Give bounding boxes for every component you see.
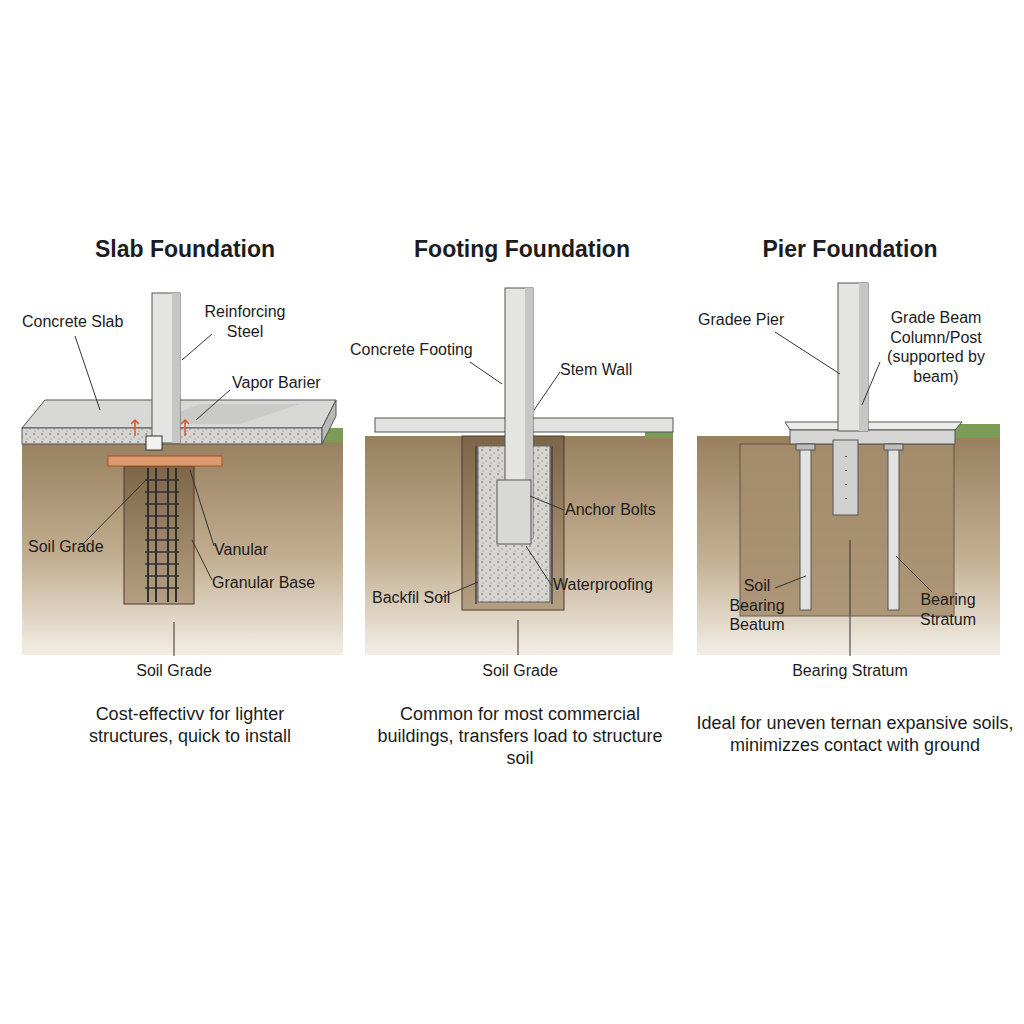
panel-caption: Common for most commercial buildings, tr… bbox=[375, 704, 665, 770]
part-label: Gradee Pier bbox=[698, 310, 818, 330]
grade-beam-top bbox=[785, 422, 962, 430]
part-label: Waterproofing bbox=[553, 575, 683, 595]
part-label: Soil Grade bbox=[28, 537, 128, 557]
part-label: Backfil Soil bbox=[372, 588, 482, 608]
panel-title: Slab Foundation bbox=[60, 235, 310, 263]
grade-beam bbox=[790, 430, 955, 444]
load-marks bbox=[131, 420, 189, 436]
vapor-barrier-plate bbox=[108, 456, 222, 466]
rebar-trench bbox=[124, 466, 194, 604]
pier-foundation-illustration bbox=[697, 283, 1000, 656]
column-side bbox=[859, 283, 868, 431]
part-label: Grade Beam Column/Post (supported by bea… bbox=[880, 308, 992, 386]
column bbox=[152, 293, 180, 443]
column bbox=[838, 283, 868, 431]
leader-line bbox=[775, 332, 932, 656]
soil-body bbox=[697, 436, 1000, 655]
post-dots bbox=[845, 456, 847, 499]
base-connector bbox=[146, 436, 162, 450]
part-label: Anchor Bolts bbox=[565, 500, 685, 520]
leader-line bbox=[75, 334, 230, 656]
leader-line bbox=[440, 362, 564, 655]
slab-foundation-illustration bbox=[22, 293, 343, 656]
part-label: Granular Base bbox=[212, 573, 342, 593]
waterproofing-layer bbox=[476, 446, 552, 604]
part-label: Bearing Stratum bbox=[780, 661, 920, 681]
part-label: Soil Bearing Beatum bbox=[714, 576, 800, 635]
hanging-post bbox=[833, 440, 858, 515]
column-side bbox=[172, 293, 180, 443]
panel-title: Footing Foundation bbox=[387, 235, 657, 263]
panel-caption: Cost-effectivv for lighter structures, q… bbox=[55, 704, 325, 748]
part-label: Vanular bbox=[214, 540, 314, 560]
panel-caption: Ideal for uneven ternan expansive soils,… bbox=[690, 713, 1020, 757]
part-label: Concrete Footing bbox=[350, 340, 500, 360]
rebar-vertical bbox=[148, 468, 176, 602]
grass-strip bbox=[955, 424, 1000, 438]
panel-title: Pier Foundation bbox=[730, 235, 970, 263]
pier bbox=[888, 444, 899, 610]
part-label: Stem Wall bbox=[560, 360, 660, 380]
part-label: Bearing Stratum bbox=[900, 590, 996, 629]
footing-block bbox=[497, 480, 531, 544]
pier-cap bbox=[796, 444, 815, 450]
soil-body bbox=[22, 440, 343, 655]
part-label: Vapor Barier bbox=[232, 373, 352, 393]
part-label: Soil Grade bbox=[124, 661, 224, 681]
slab-side bbox=[322, 400, 336, 444]
part-label: Soil Grade bbox=[470, 661, 570, 681]
part-label: Concrete Slab bbox=[22, 312, 152, 332]
pier bbox=[800, 444, 811, 610]
rebar-stirrup bbox=[145, 480, 179, 588]
pier-cap bbox=[884, 444, 903, 450]
part-label: Reinforcing Steel bbox=[195, 302, 295, 341]
